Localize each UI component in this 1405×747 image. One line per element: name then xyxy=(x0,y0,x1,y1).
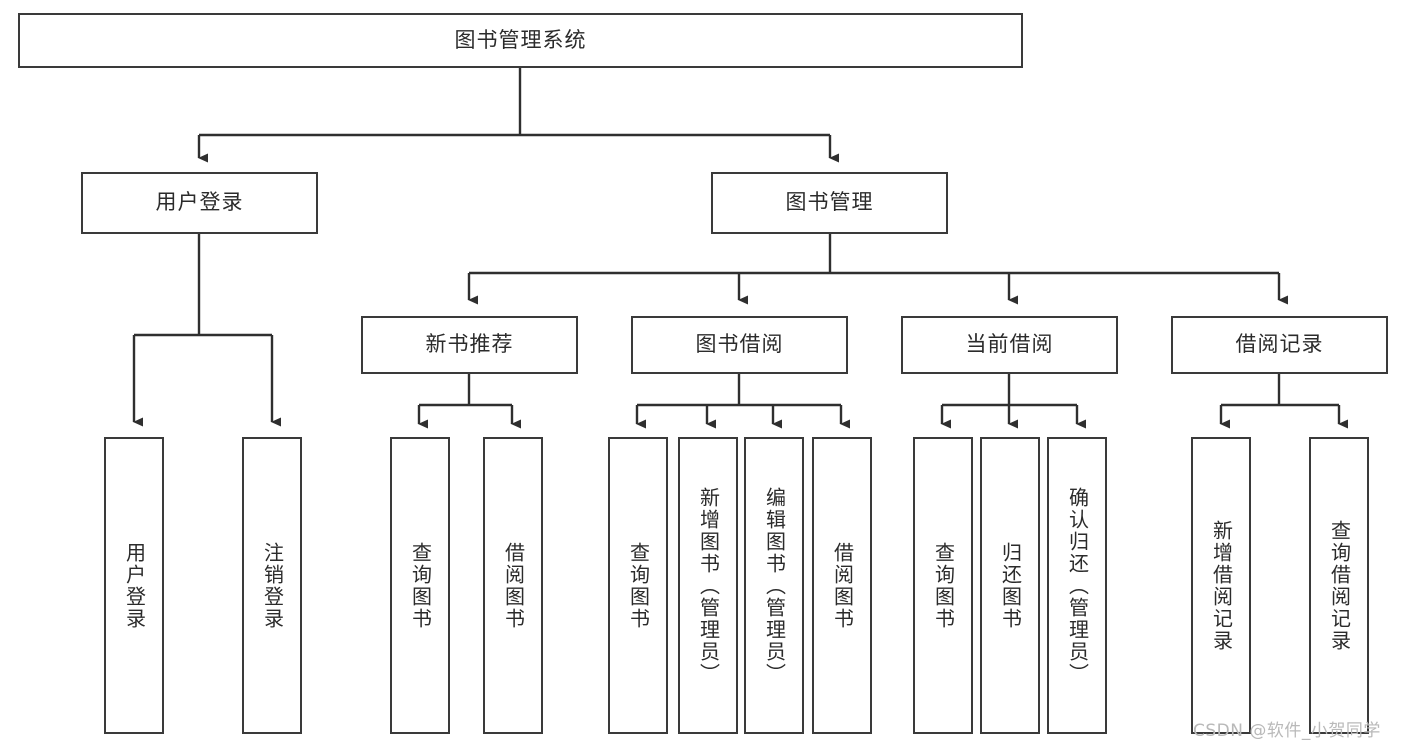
node-label: 图书借阅 xyxy=(695,332,784,357)
node-label: 查询借阅记录 xyxy=(1327,519,1352,652)
leaf-confirm-return-admin[interactable]: 确认归还（管理员） xyxy=(1047,437,1107,734)
node-root-book-management-system[interactable]: 图书管理系统 xyxy=(18,13,1023,68)
node-label: 新书推荐 xyxy=(425,332,514,357)
leaf-query-book-borrow[interactable]: 查询图书 xyxy=(608,437,668,734)
node-label: 当前借阅 xyxy=(965,332,1054,357)
leaf-user-login[interactable]: 用户登录 xyxy=(104,437,164,734)
node-book-borrow[interactable]: 图书借阅 xyxy=(631,316,848,374)
leaf-borrow-book-recommend[interactable]: 借阅图书 xyxy=(483,437,543,734)
node-label: 图书管理系统 xyxy=(454,27,587,52)
leaf-query-book-recommend[interactable]: 查询图书 xyxy=(390,437,450,734)
node-label: 新增借阅记录 xyxy=(1209,519,1234,652)
node-label: 用户登录 xyxy=(155,190,244,215)
node-label: 用户登录 xyxy=(122,541,147,630)
node-label: 确认归还（管理员） xyxy=(1065,486,1090,685)
node-label: 借阅图书 xyxy=(830,541,855,630)
leaf-borrow-book[interactable]: 借阅图书 xyxy=(812,437,872,734)
leaf-query-borrow-record[interactable]: 查询借阅记录 xyxy=(1309,437,1369,734)
node-label: 注销登录 xyxy=(260,541,285,630)
leaf-add-book-admin[interactable]: 新增图书（管理员） xyxy=(678,437,738,734)
leaf-edit-book-admin[interactable]: 编辑图书（管理员） xyxy=(744,437,804,734)
node-label: 借阅图书 xyxy=(501,541,526,630)
leaf-return-book[interactable]: 归还图书 xyxy=(980,437,1040,734)
node-label: 图书管理 xyxy=(785,190,874,215)
node-borrow-record[interactable]: 借阅记录 xyxy=(1171,316,1388,374)
node-label: 查询图书 xyxy=(408,541,433,630)
leaf-add-borrow-record[interactable]: 新增借阅记录 xyxy=(1191,437,1251,734)
node-label: 编辑图书（管理员） xyxy=(762,486,787,685)
node-user-login[interactable]: 用户登录 xyxy=(81,172,318,234)
csdn-watermark: CSDN @软件_小贺同学 xyxy=(1193,721,1381,741)
node-label: 查询图书 xyxy=(931,541,956,630)
node-current-borrow[interactable]: 当前借阅 xyxy=(901,316,1118,374)
node-label: 查询图书 xyxy=(626,541,651,630)
node-label: 新增图书（管理员） xyxy=(696,486,721,685)
node-new-book-recommend[interactable]: 新书推荐 xyxy=(361,316,578,374)
leaf-logout[interactable]: 注销登录 xyxy=(242,437,302,734)
node-label: 归还图书 xyxy=(998,541,1023,630)
node-book-management[interactable]: 图书管理 xyxy=(711,172,948,234)
leaf-query-book-current[interactable]: 查询图书 xyxy=(913,437,973,734)
node-label: 借阅记录 xyxy=(1235,332,1324,357)
